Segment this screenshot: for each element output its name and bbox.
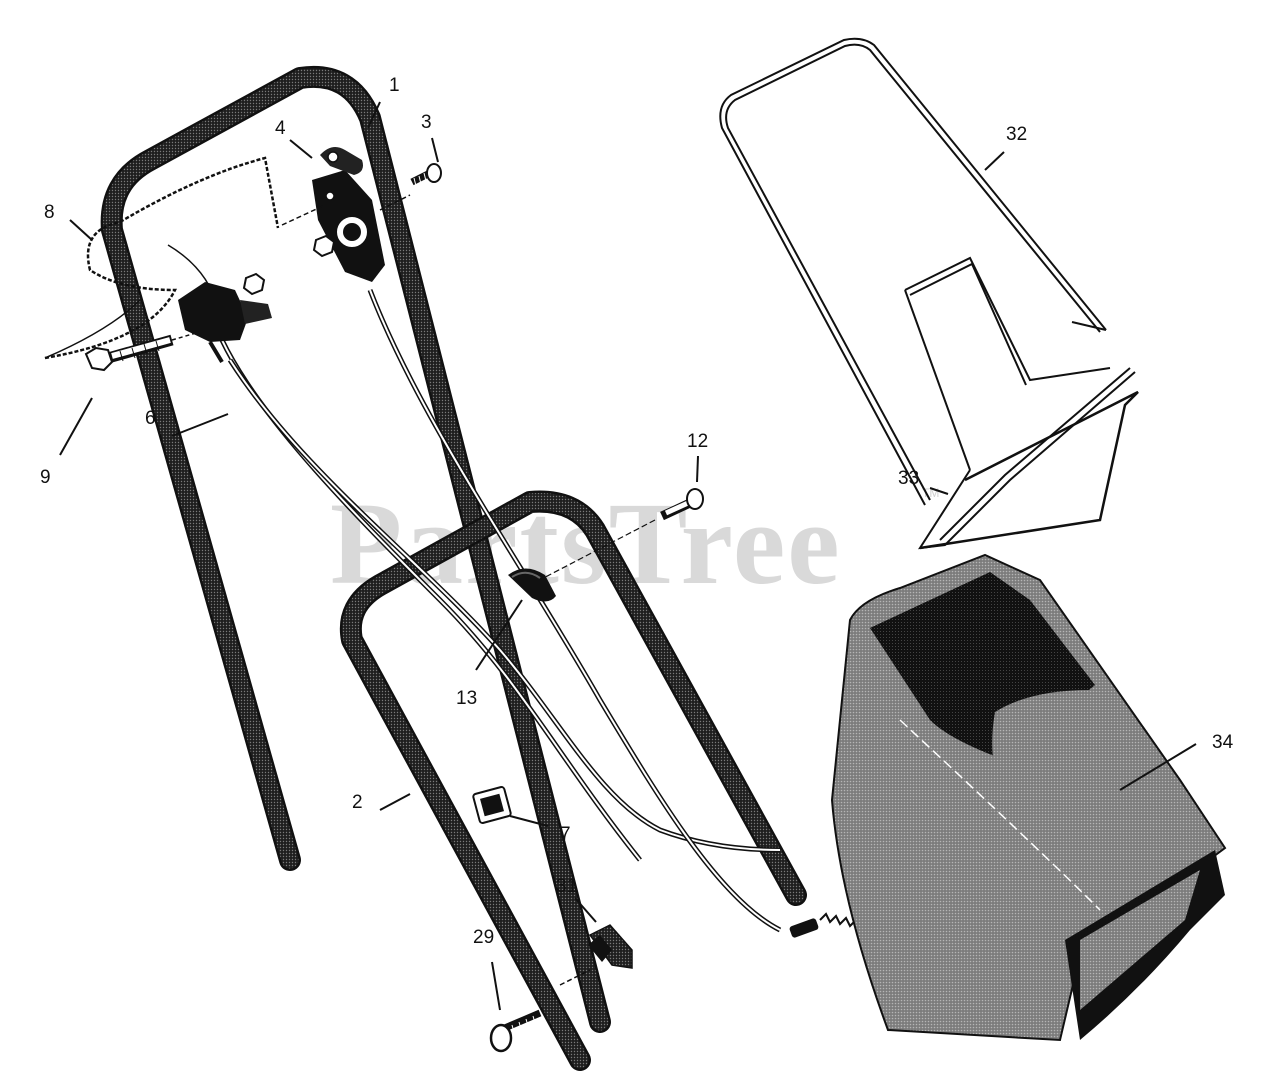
screw-3	[410, 163, 442, 187]
watermark: PartsTree TM	[330, 478, 939, 609]
label-13: 13	[456, 688, 477, 709]
label-2: 2	[352, 792, 363, 813]
label-12: 12	[687, 431, 708, 452]
cable-clip	[472, 786, 512, 824]
label-1: 1	[389, 75, 400, 96]
lower-handle	[339, 490, 807, 1071]
leader-lines	[59, 101, 1197, 1011]
carriage-bolt	[489, 1009, 542, 1053]
label-34: 34	[1212, 732, 1234, 753]
label-33: 33	[898, 468, 919, 489]
bolt-12	[529, 488, 704, 586]
wing-nut	[559, 924, 633, 986]
bag-support	[919, 390, 1139, 550]
label-9: 9	[40, 467, 51, 488]
label-31: 31	[556, 876, 577, 897]
label-29: 29	[473, 927, 494, 948]
label-8: 8	[44, 202, 55, 223]
label-32: 32	[1006, 124, 1027, 145]
part-labels: 1 4 3 8 9 6 12 13 2 7 31 29 32 33 34	[40, 75, 1234, 948]
cable-bracket	[178, 272, 272, 364]
handle-decal	[44, 156, 280, 360]
label-3: 3	[421, 112, 432, 133]
bolt-9	[84, 332, 197, 372]
label-6: 6	[145, 408, 156, 429]
label-4: 4	[275, 118, 286, 139]
bag-frame	[719, 37, 1136, 550]
label-7: 7	[560, 824, 571, 845]
upper-handle	[100, 65, 611, 1033]
grass-bag	[830, 553, 1227, 1042]
handle-knob	[508, 568, 556, 602]
control-cables	[167, 244, 782, 933]
svg-text:PartsTree: PartsTree	[330, 478, 842, 609]
control-lever	[281, 146, 411, 282]
